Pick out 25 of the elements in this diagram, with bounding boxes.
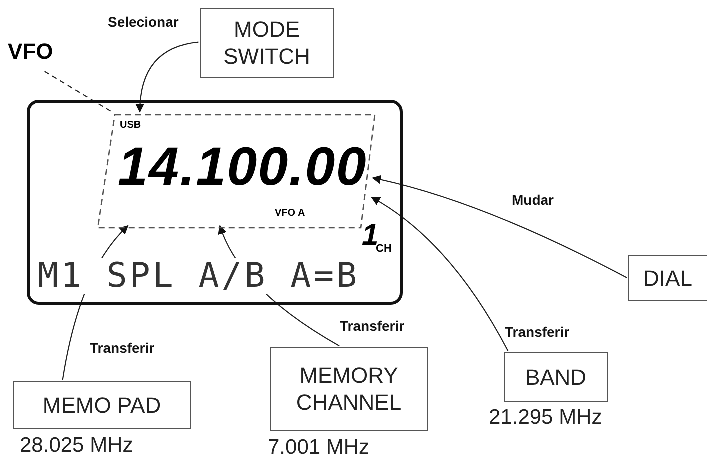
arrow — [371, 197, 509, 352]
frequency-readout: 14.100.00 — [118, 137, 368, 197]
arrow — [218, 225, 340, 347]
control-label-box: BAND — [504, 352, 608, 402]
control-label-box: DIAL — [628, 255, 707, 301]
edge-label: Transferir — [90, 340, 155, 356]
edge-label: Mudar — [512, 192, 554, 208]
channel-label: CH — [376, 243, 392, 255]
arrow — [62, 225, 129, 380]
mode-indicator: USB — [120, 120, 142, 131]
control-label-box: MEMORY CHANNEL — [270, 347, 428, 431]
vfo-indicator: VFO A — [275, 208, 306, 219]
edge-label: Transferir — [505, 324, 570, 340]
control-label-box: MODE SWITCH — [200, 8, 334, 78]
frequency-caption: 28.025 MHz — [20, 434, 134, 458]
lcd-display — [27, 100, 403, 305]
control-label-box: MEMO PAD — [13, 381, 191, 429]
frequency-caption: 7.001 MHz — [268, 436, 370, 460]
frequency-caption: 21.295 MHz — [489, 406, 602, 430]
leader-line — [44, 71, 112, 112]
edge-label: Transferir — [340, 318, 405, 334]
vfo-label: VFO — [8, 38, 54, 66]
edge-label: Selecionar — [108, 14, 179, 30]
arrow — [372, 176, 628, 278]
arrow — [136, 42, 199, 113]
